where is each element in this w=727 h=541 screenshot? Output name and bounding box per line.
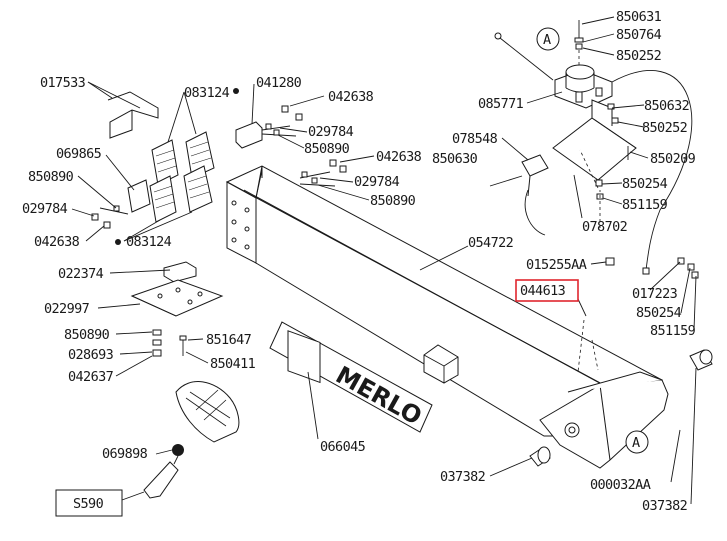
callout-circle-a-bottom bbox=[625, 430, 649, 454]
part-label: 042638 bbox=[34, 234, 80, 250]
part-label: 850252 bbox=[616, 48, 661, 64]
motor-assembly bbox=[489, 20, 693, 275]
part-label: 015255AA bbox=[526, 257, 587, 273]
part-label: 029784 bbox=[308, 124, 354, 140]
left-bracket-parts bbox=[91, 88, 347, 245]
bushings-037382 bbox=[529, 349, 713, 467]
part-labels: 850631 850764 850252 085771 850632 85025… bbox=[22, 9, 696, 514]
callout-a-top-label: A bbox=[543, 32, 551, 48]
part-label: 054722 bbox=[468, 235, 513, 251]
part-label: 851647 bbox=[206, 332, 252, 348]
callout-circle-a-top bbox=[536, 27, 560, 51]
part-label: 850411 bbox=[210, 356, 256, 372]
part-label-highlighted: 044613 bbox=[520, 283, 566, 299]
highlight-box-044613 bbox=[515, 279, 579, 302]
part-label: 037382 bbox=[440, 469, 485, 485]
part-label: 022374 bbox=[58, 266, 104, 282]
part-label: 029784 bbox=[22, 201, 68, 217]
part-label: 022997 bbox=[44, 301, 90, 317]
part-label: 037382 bbox=[642, 498, 687, 514]
part-label: 850631 bbox=[616, 9, 662, 25]
part-label: 850252 bbox=[642, 120, 687, 136]
part-label: 850254 bbox=[636, 305, 682, 321]
part-label: 850764 bbox=[616, 27, 662, 43]
part-label: 850254 bbox=[622, 176, 668, 192]
part-label: 069898 bbox=[102, 446, 148, 462]
part-label: 041280 bbox=[256, 75, 302, 91]
part-label: 850890 bbox=[370, 193, 416, 209]
part-label: 850632 bbox=[644, 98, 689, 114]
s590-box bbox=[55, 489, 123, 517]
s590-label: S590 bbox=[73, 496, 104, 512]
part-label: 042638 bbox=[328, 89, 374, 105]
shield-069898 bbox=[143, 381, 240, 499]
part-label: 017533 bbox=[40, 75, 86, 91]
part-label: 083124 bbox=[126, 234, 172, 250]
part-label: 066045 bbox=[320, 439, 366, 455]
leader-lines bbox=[71, 16, 697, 505]
part-015255AA-shape bbox=[605, 257, 615, 266]
fasteners-left bbox=[152, 329, 187, 357]
part-label: 017223 bbox=[632, 286, 678, 302]
dash-044613 bbox=[577, 319, 585, 373]
part-label: 850890 bbox=[64, 327, 110, 343]
part-label: 078548 bbox=[452, 131, 498, 147]
part-label: 029784 bbox=[354, 174, 400, 190]
part-label: 850630 bbox=[432, 151, 478, 167]
part-label: 028693 bbox=[68, 347, 114, 363]
part-label: 850209 bbox=[650, 151, 696, 167]
part-label: 083124 bbox=[184, 85, 230, 101]
callout-a-bottom-label: A bbox=[632, 435, 640, 451]
part-label: 042638 bbox=[376, 149, 422, 165]
part-label: 851159 bbox=[650, 323, 696, 339]
part-label: 000032AA bbox=[590, 477, 651, 493]
beam-054722 bbox=[225, 165, 669, 469]
part-label: 851159 bbox=[622, 197, 668, 213]
part-label: 078702 bbox=[582, 219, 627, 235]
part-label: 069865 bbox=[56, 146, 102, 162]
part-label: 850890 bbox=[304, 141, 350, 157]
fasteners-right bbox=[677, 257, 699, 279]
part-label: 085771 bbox=[478, 96, 524, 112]
part-label: 850890 bbox=[28, 169, 74, 185]
plates-022 bbox=[130, 261, 224, 317]
part-label: 042637 bbox=[68, 369, 114, 385]
